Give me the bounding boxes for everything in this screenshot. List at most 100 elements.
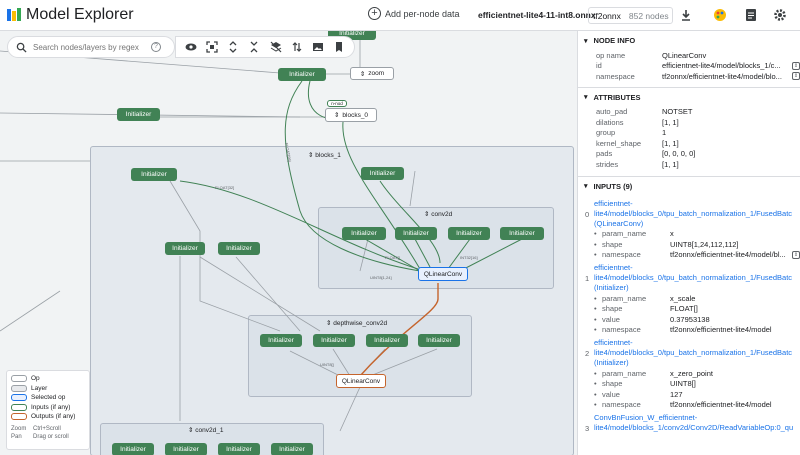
legend-item: Selected op: [11, 393, 85, 403]
legend-label: Inputs (if any): [31, 403, 71, 411]
graph-node-initializer[interactable]: Initializer: [395, 227, 437, 240]
expand-icon[interactable]: ⇕: [792, 61, 800, 70]
input-attribute-key: param_name: [602, 368, 647, 378]
palette-icon[interactable]: [713, 8, 727, 22]
graph-node-initializer[interactable]: Initializer: [260, 334, 302, 347]
graph-node-qlinearconv-output[interactable]: QLinearConv: [336, 374, 386, 388]
input-node-link[interactable]: efficientnet-: [594, 198, 633, 208]
node-info-value: tf2onnx/efficientnet-lite4/model/blo...: [662, 71, 782, 81]
input-attribute-value: x: [670, 229, 674, 239]
app-header: Model Explorer + Add per-node data effic…: [0, 0, 800, 31]
attribute-row: kernel_shape[1, 1]: [578, 138, 800, 149]
expand-all-icon[interactable]: [227, 41, 239, 53]
image-icon[interactable]: [312, 41, 324, 53]
graph-node-initializer[interactable]: Initializer: [131, 168, 177, 181]
document-icon[interactable]: [744, 8, 758, 22]
graph-node-initializer[interactable]: Initializer: [218, 242, 260, 255]
input-node-link[interactable]: (Initializer): [594, 283, 629, 292]
collapse-all-icon[interactable]: [248, 41, 260, 53]
shortcut-value: Drag or scroll: [33, 433, 69, 440]
adapter-select[interactable]: tf2onnx 852 nodes: [588, 7, 673, 24]
graph-node-initializer[interactable]: Initializer: [500, 227, 544, 240]
svg-text:UINT8[1,24]: UINT8[1,24]: [370, 275, 392, 280]
add-per-node-data-label: Add per-node data: [385, 8, 460, 19]
attribute-row: dilations[1, 1]: [578, 117, 800, 128]
help-icon[interactable]: ?: [151, 42, 161, 52]
expand-icon[interactable]: ⇕: [792, 250, 800, 259]
input-node-link[interactable]: efficientnet-: [594, 263, 633, 272]
input-node-link[interactable]: lite4/model/blocks_0/tpu_batch_normaliza…: [594, 348, 793, 357]
collapse-icon[interactable]: ⇕: [308, 152, 316, 159]
input-attribute-key: namespace: [602, 400, 641, 410]
input-attribute-value: tf2onnx/efficientnet-lite4/model: [670, 400, 772, 410]
layer-blocks-1-label: ⇕ blocks_1: [308, 152, 341, 159]
graph-node-initializer[interactable]: Initializer: [313, 334, 355, 347]
graph-node-initializer[interactable]: Initializer: [342, 227, 386, 240]
bullet: •: [594, 250, 597, 260]
graph-node-initializer[interactable]: Initializer: [117, 108, 160, 121]
attribute-value: [1, 1]: [662, 117, 679, 127]
input-attribute-key: shape: [602, 304, 623, 314]
input-node-link[interactable]: (QLinearConv): [594, 218, 644, 228]
expand-icon[interactable]: ⇕: [792, 72, 800, 81]
attribute-value: [1, 1]: [662, 159, 679, 169]
input-node-link[interactable]: lite4/model/blocks_0/tpu_batch_normaliza…: [594, 273, 793, 282]
collapse-icon[interactable]: ⇕: [188, 427, 196, 434]
svg-text:UINT8[]: UINT8[]: [320, 362, 334, 367]
collapse-icon[interactable]: ⇕: [424, 211, 432, 218]
fit-screen-icon[interactable]: [206, 41, 218, 53]
legend-item: Inputs (if any): [11, 403, 85, 413]
inputs-header[interactable]: ▾INPUTS (9): [584, 181, 633, 191]
attributes-header[interactable]: ▾ATTRIBUTES: [584, 92, 641, 102]
graph-node-qlinearconv-selected[interactable]: QLinearConv: [418, 267, 468, 281]
graph-node-initializer[interactable]: Initializer: [361, 167, 404, 180]
input-node-link[interactable]: lite4/model/blocks_0/tpu_batch_normaliza…: [594, 208, 793, 218]
input-node-link[interactable]: ConvBnFusion_W_efficientnet-: [594, 413, 698, 422]
settings-icon[interactable]: [773, 8, 787, 22]
download-icon[interactable]: [679, 8, 693, 22]
graph-toolbar: [175, 36, 355, 58]
input-node-link[interactable]: efficientnet-: [594, 338, 633, 347]
eye-icon[interactable]: [185, 41, 197, 53]
input-item: 2 efficientnet-lite4/model/blocks_0/tpu_b…: [578, 338, 800, 410]
graph-node-zoom[interactable]: ⇕zoom: [350, 67, 394, 80]
node-info-header[interactable]: ▾NODE INFO: [584, 36, 636, 45]
collapse-icon[interactable]: ⇕: [326, 320, 334, 327]
graph-node-blocks-0[interactable]: ⇕blocks_0: [325, 108, 377, 122]
legend-item: Layer: [11, 384, 85, 394]
swap-vert-icon[interactable]: [291, 41, 303, 53]
graph-node-initializer[interactable]: Initializer: [218, 443, 260, 455]
node-info-key: id: [596, 61, 602, 71]
graph-node-initializer[interactable]: Initializer: [271, 443, 313, 455]
input-index: 2: [585, 349, 590, 358]
input-index: 3: [585, 424, 590, 433]
collapse-icon: ⇕: [359, 70, 366, 78]
input-node-link[interactable]: lite4/model/blocks_1/conv2d/Conv2D/ReadV…: [594, 423, 794, 432]
search-input[interactable]: [33, 42, 151, 52]
chevron-down-icon: ▾: [584, 94, 588, 101]
graph-node-initializer[interactable]: Initializer: [366, 334, 408, 347]
input-node-link[interactable]: (Initializer): [594, 358, 629, 367]
graph-node-initializer[interactable]: Initializer: [165, 443, 207, 455]
graph-canvas[interactable]: ⇕ blocks_1 ⇕ conv2d ⇕ depthwise_conv2d ⇕…: [0, 31, 577, 455]
graph-node-initializer[interactable]: Initializer: [165, 242, 205, 255]
hide-layers-icon[interactable]: [270, 41, 282, 53]
bookmark-icon[interactable]: [333, 41, 345, 53]
add-per-node-data-button[interactable]: + Add per-node data: [368, 7, 460, 20]
layer-blocks-1[interactable]: [90, 146, 574, 455]
graph-node-initializer[interactable]: Initializer: [328, 31, 376, 40]
graph-node-initializer[interactable]: Initializer: [418, 334, 460, 347]
graph-node-initializer[interactable]: Initializer: [112, 443, 154, 455]
legend-swatch: [11, 384, 27, 392]
graph-node-initializer[interactable]: Initializer: [448, 227, 490, 240]
graph-node-initializer[interactable]: Initializer: [278, 68, 326, 81]
